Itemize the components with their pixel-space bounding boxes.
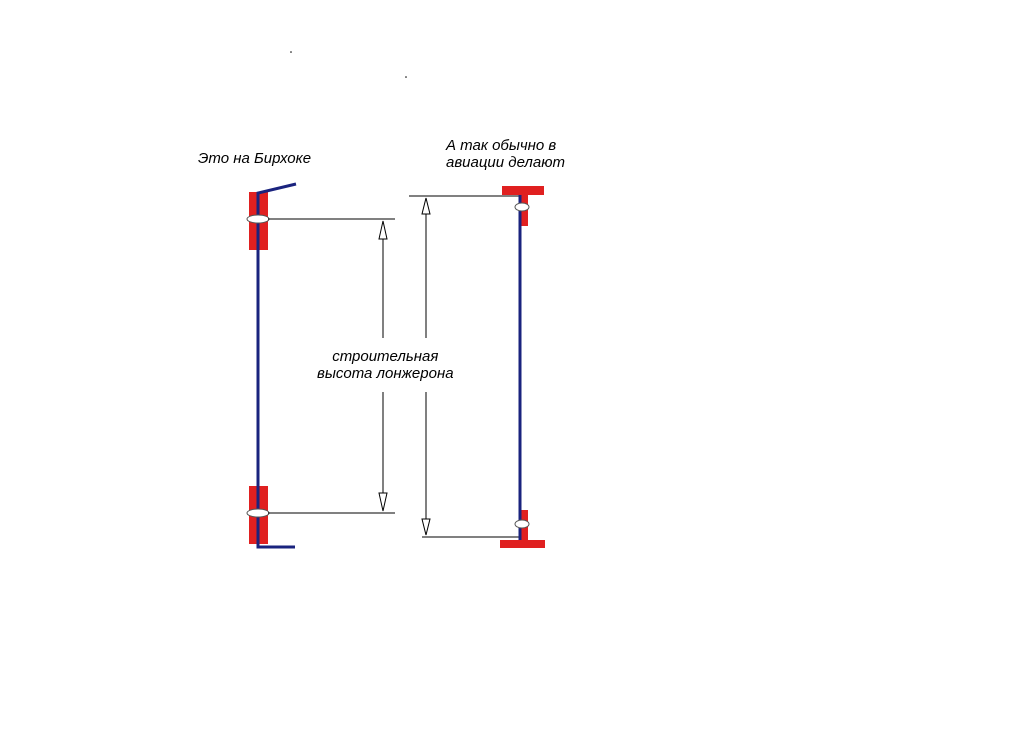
right-design-title-line2: авиации делают (446, 154, 565, 171)
left-design-title: Это на Бирхоке (198, 150, 312, 167)
right-bottom-rivet (514, 519, 530, 529)
left-dim-arrow-top (378, 220, 388, 240)
spar-height-label-line1: строительная (332, 348, 439, 365)
left-top-rivet (246, 214, 270, 224)
left-spar (246, 182, 297, 549)
spar-height-label-line2: высота лонжерона (317, 365, 454, 382)
stray-dots (290, 51, 407, 78)
right-dim-arrow-top (421, 197, 431, 215)
right-dimension (409, 195, 520, 538)
left-dimension (268, 218, 395, 514)
right-design-title: А так обычно в авиации делают (446, 137, 565, 171)
right-dim-arrow-bottom (421, 518, 431, 536)
spar-height-label: строительная высота лонжерона (317, 348, 454, 382)
right-design-title-line1: А так обычно в (446, 137, 557, 154)
right-top-rivet (514, 202, 530, 212)
left-dim-arrow-bottom (378, 492, 388, 512)
right-bottom-flange-cap (500, 540, 545, 548)
right-top-flange-cap (502, 186, 544, 195)
right-spar (500, 186, 545, 548)
left-bottom-rivet (246, 508, 270, 518)
left-web (256, 182, 297, 549)
